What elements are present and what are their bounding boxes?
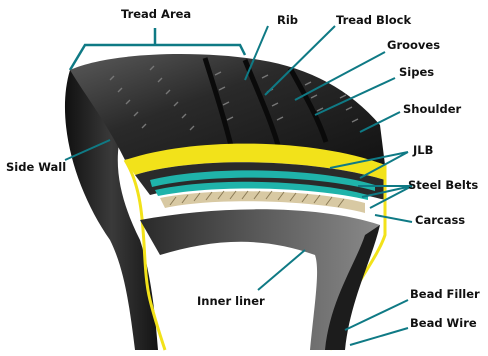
label-tread-area: Tread Area xyxy=(121,9,191,21)
label-sipes: Sipes xyxy=(399,67,434,79)
label-jlb: JLB xyxy=(413,145,433,157)
label-rib: Rib xyxy=(277,15,298,27)
label-shoulder: Shoulder xyxy=(403,104,461,116)
label-bead-wire: Bead Wire xyxy=(410,318,477,330)
label-carcass: Carcass xyxy=(415,215,465,227)
label-bead-filler: Bead Filler xyxy=(410,289,480,301)
label-steel-belts: Steel Belts xyxy=(408,180,478,192)
label-side-wall: Side Wall xyxy=(6,162,66,174)
label-grooves: Grooves xyxy=(387,40,440,52)
label-tread-block: Tread Block xyxy=(336,15,411,27)
label-inner-liner: Inner liner xyxy=(197,296,265,308)
